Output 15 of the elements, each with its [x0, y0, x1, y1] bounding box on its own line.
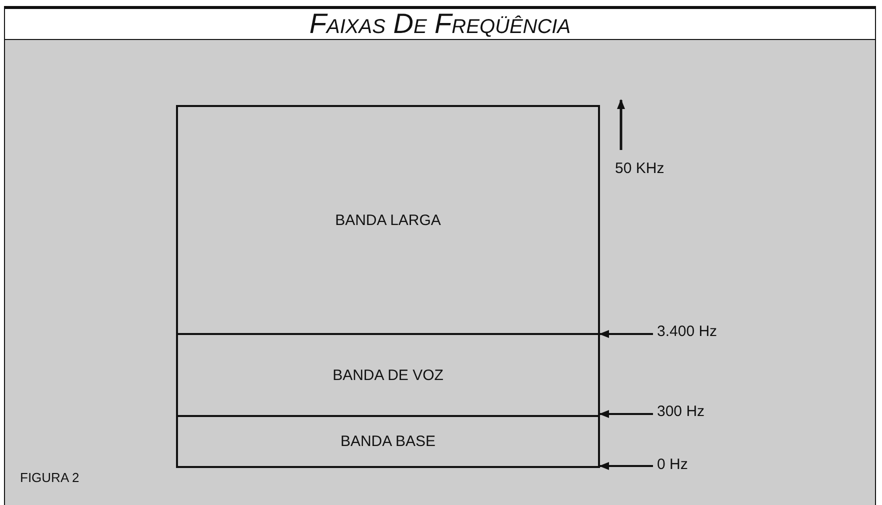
band-label: BANDA DE VOZ	[332, 366, 444, 384]
band-box	[176, 415, 600, 468]
frequency-label: 0 Hz	[657, 456, 688, 473]
title: Faixas De Freqüência	[309, 8, 571, 40]
figure-label: FIGURA 2	[20, 470, 80, 485]
arrow	[599, 410, 653, 418]
band-label: BANDA BASE	[340, 433, 436, 450]
frequency-label: 300 Hz	[657, 403, 705, 420]
band-box	[176, 105, 600, 335]
frequency-label: 3.400 Hz	[657, 323, 718, 340]
arrow	[599, 330, 653, 338]
frequency-label: 50 KHz	[615, 160, 664, 177]
arrow	[599, 462, 653, 470]
band-box	[176, 333, 600, 417]
band-label: BANDA LARGA	[335, 212, 441, 228]
